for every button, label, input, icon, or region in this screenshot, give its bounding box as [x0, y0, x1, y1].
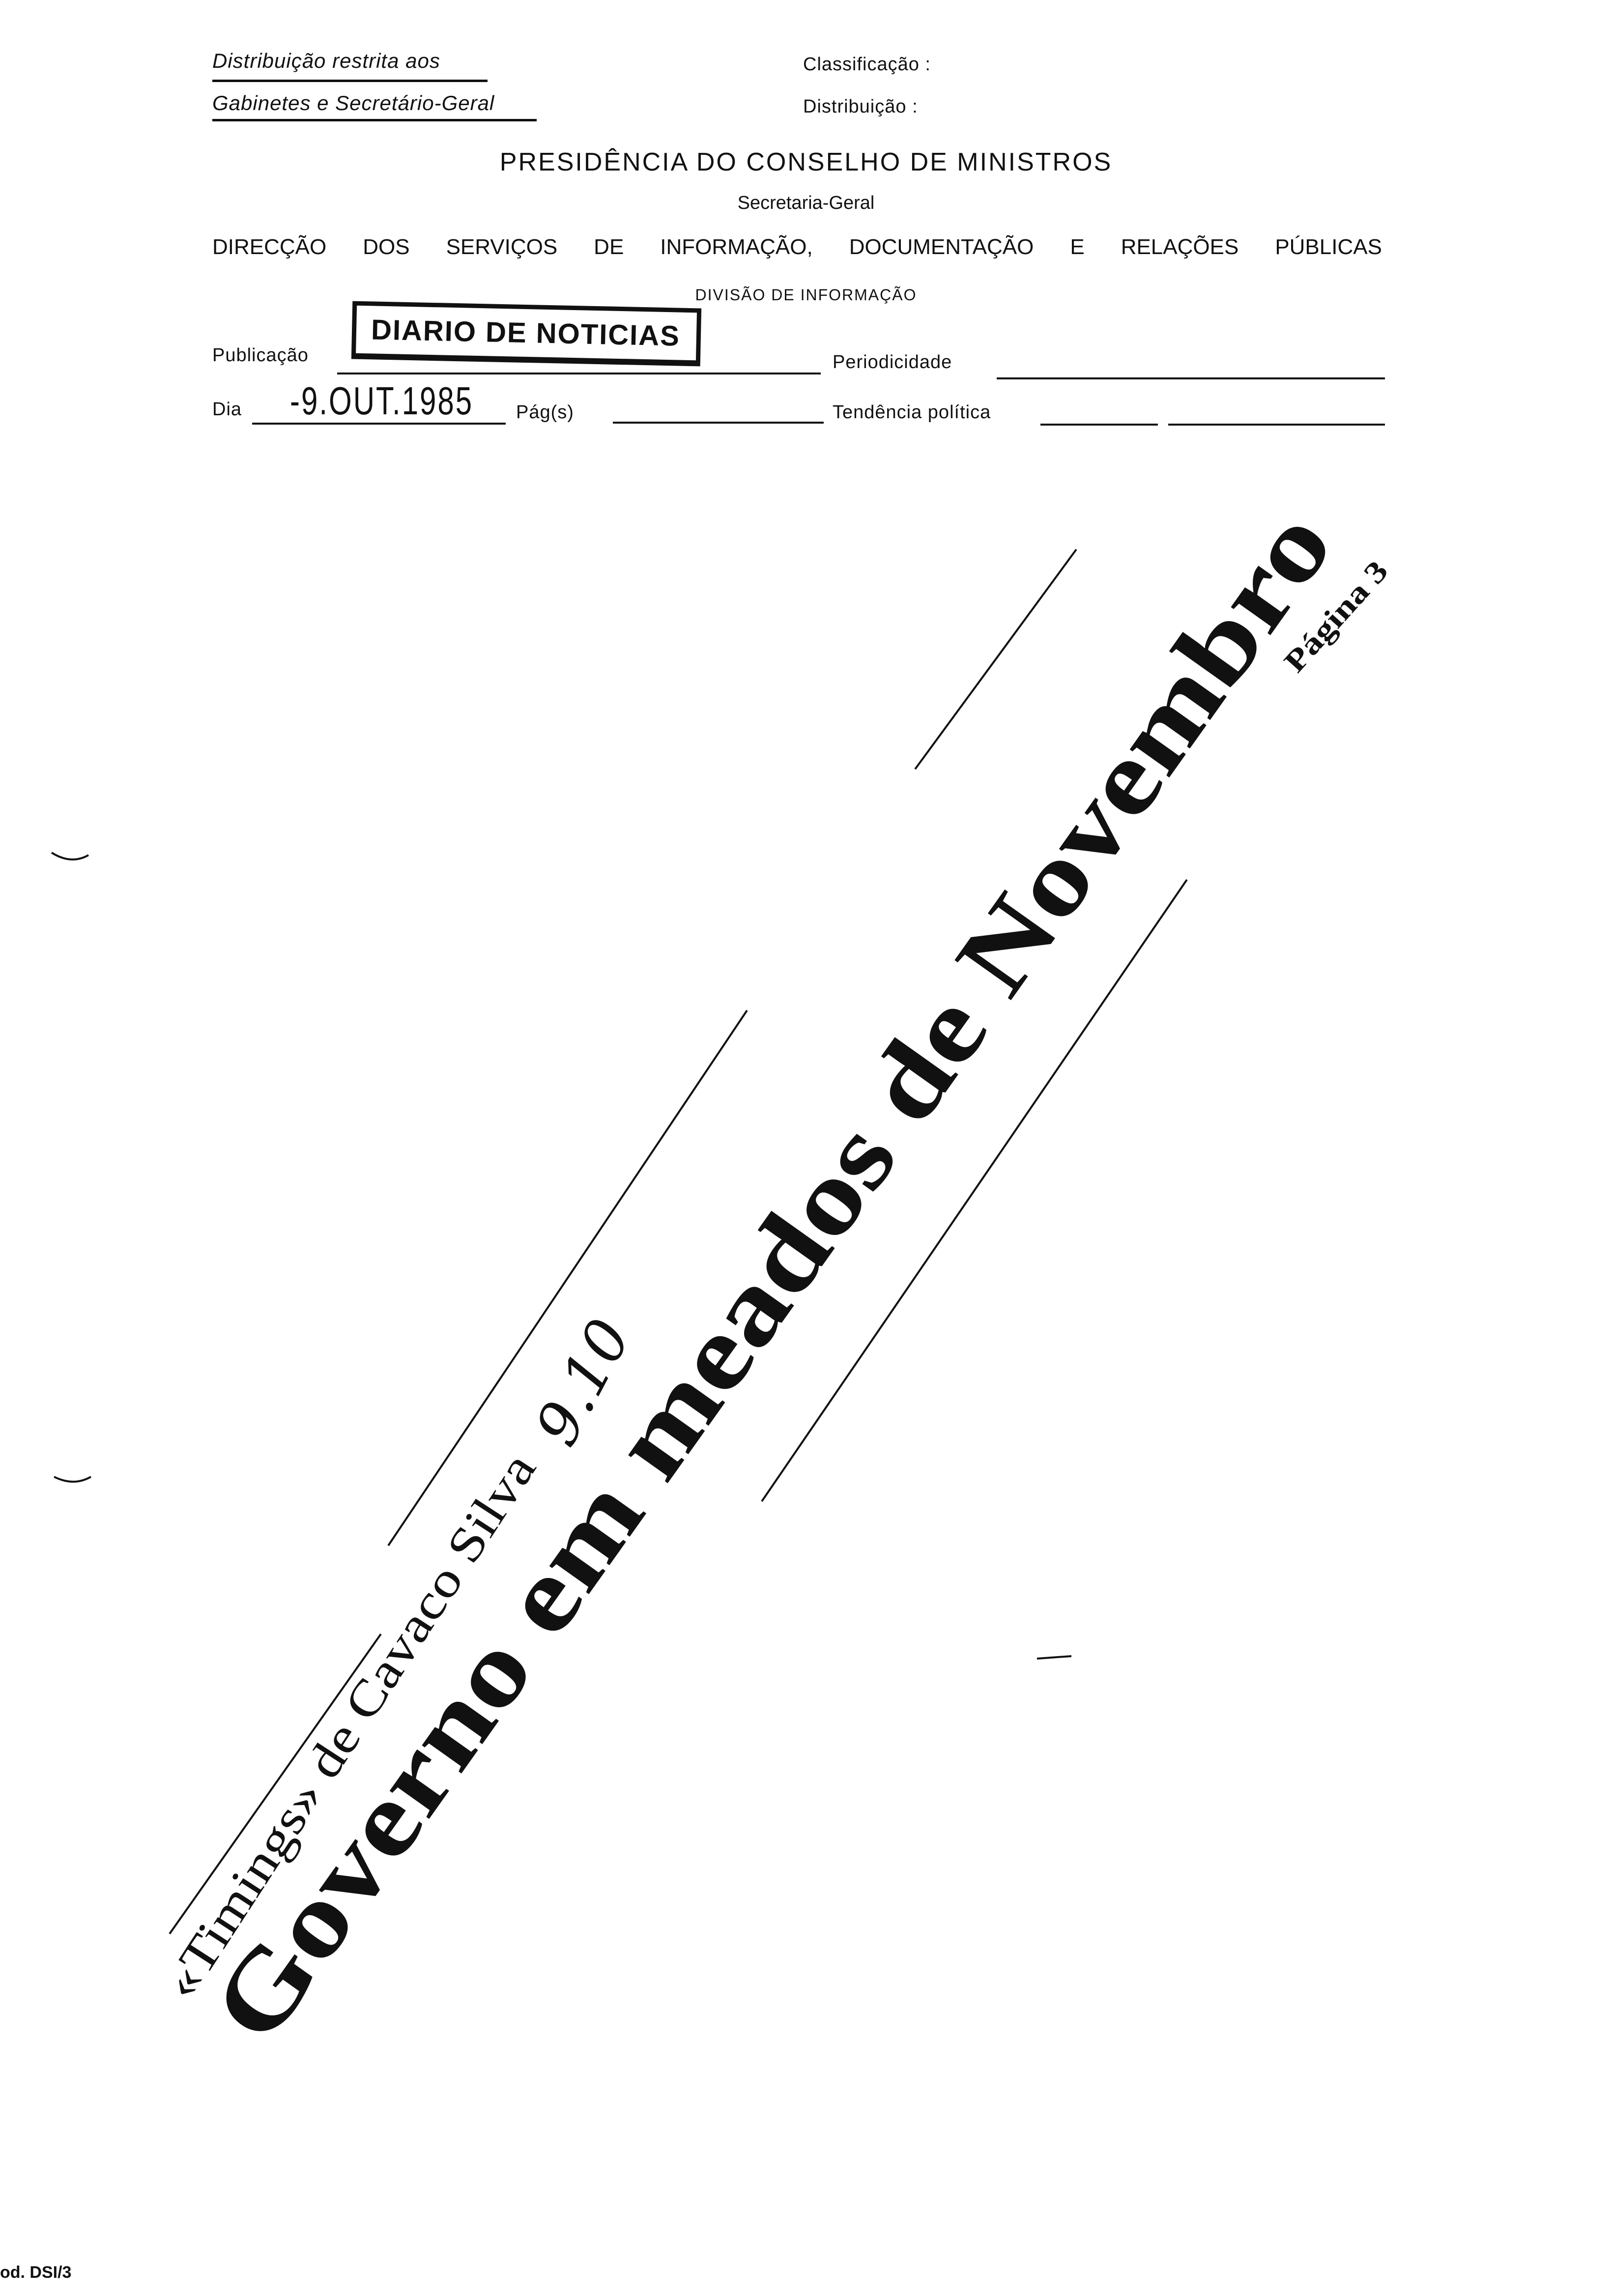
publication-label: Publicação	[212, 345, 309, 366]
cut-line	[387, 1009, 748, 1547]
directorate-word: DOS	[363, 235, 410, 259]
periodicity-label: Periodicidade	[833, 352, 952, 373]
underline	[212, 119, 537, 121]
pages-label: Pág(s)	[516, 402, 574, 423]
page-title: PRESIDÊNCIA DO CONSELHO DE MINISTROS	[499, 148, 1113, 176]
clipping-cut-lines	[169, 548, 1188, 1935]
periodicity-field-line	[997, 377, 1385, 379]
secretariat-subtitle: Secretaria-Geral	[737, 193, 875, 213]
political-tendency-field-line	[1168, 424, 1385, 426]
day-label: Dia	[212, 399, 242, 420]
directorate-word: SERVIÇOS	[446, 235, 558, 259]
date-stamp: -9.OUT.1985	[290, 379, 474, 423]
directorate-word: INFORMAÇÃO,	[660, 235, 813, 259]
directorate-word: RELAÇÕES	[1121, 235, 1239, 259]
classification-label: Classificação :	[803, 54, 931, 75]
directorate-word: DE	[594, 235, 624, 259]
pages-field-line	[613, 422, 824, 424]
cut-line	[169, 1633, 382, 1935]
day-field-line	[252, 423, 506, 425]
underline	[212, 80, 488, 82]
mark	[1036, 1655, 1072, 1660]
political-tendency-field-line	[1040, 424, 1158, 426]
directorate-word: PÚBLICAS	[1275, 235, 1382, 259]
distribution-restriction-line2: Gabinetes e Secretário-Geral	[212, 91, 495, 115]
cut-line	[761, 879, 1188, 1502]
directorate-word: E	[1070, 235, 1085, 259]
cut-line	[914, 548, 1077, 770]
distribution-restriction-line1: Distribuição restrita aos	[212, 49, 440, 72]
headline: Governo em meados de Novembro	[188, 488, 1354, 2063]
directorate-word: DOCUMENTAÇÃO	[849, 235, 1034, 259]
punch-mark	[51, 852, 91, 1483]
distribution-label: Distribuição :	[803, 96, 918, 117]
directorate-word: DIRECÇÃO	[212, 235, 327, 259]
directorate-heading: DIRECÇÃO DOS SERVIÇOS DE INFORMAÇÃO, DOC…	[212, 235, 1382, 259]
division-heading: DIVISÃO DE INFORMAÇÃO	[695, 286, 917, 304]
publication-field-line	[337, 373, 821, 374]
form-code: od. DSI/3	[0, 2263, 72, 2282]
political-tendency-label: Tendência política	[833, 402, 991, 423]
